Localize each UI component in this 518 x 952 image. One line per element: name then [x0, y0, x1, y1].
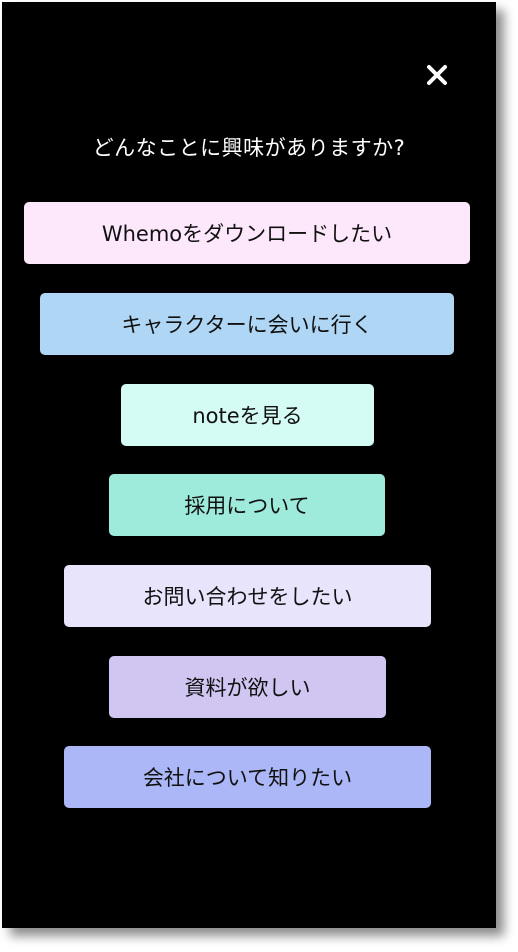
option-meet-characters[interactable]: キャラクターに会いに行く — [40, 293, 454, 355]
menu-modal: どんなことに興味がありますか? Whemoをダウンロードしたい キャラクターに会… — [2, 2, 496, 928]
interest-question: どんなことに興味がありますか? — [92, 136, 406, 160]
option-download-whemo[interactable]: Whemoをダウンロードしたい — [24, 202, 470, 264]
option-contact[interactable]: お問い合わせをしたい — [64, 565, 431, 627]
close-icon — [427, 65, 447, 85]
option-request-documents[interactable]: 資料が欲しい — [109, 656, 386, 718]
close-button[interactable] — [422, 60, 452, 90]
option-view-note[interactable]: noteを見る — [121, 384, 374, 446]
option-recruitment[interactable]: 採用について — [109, 474, 385, 536]
option-about-company[interactable]: 会社について知りたい — [64, 746, 431, 808]
